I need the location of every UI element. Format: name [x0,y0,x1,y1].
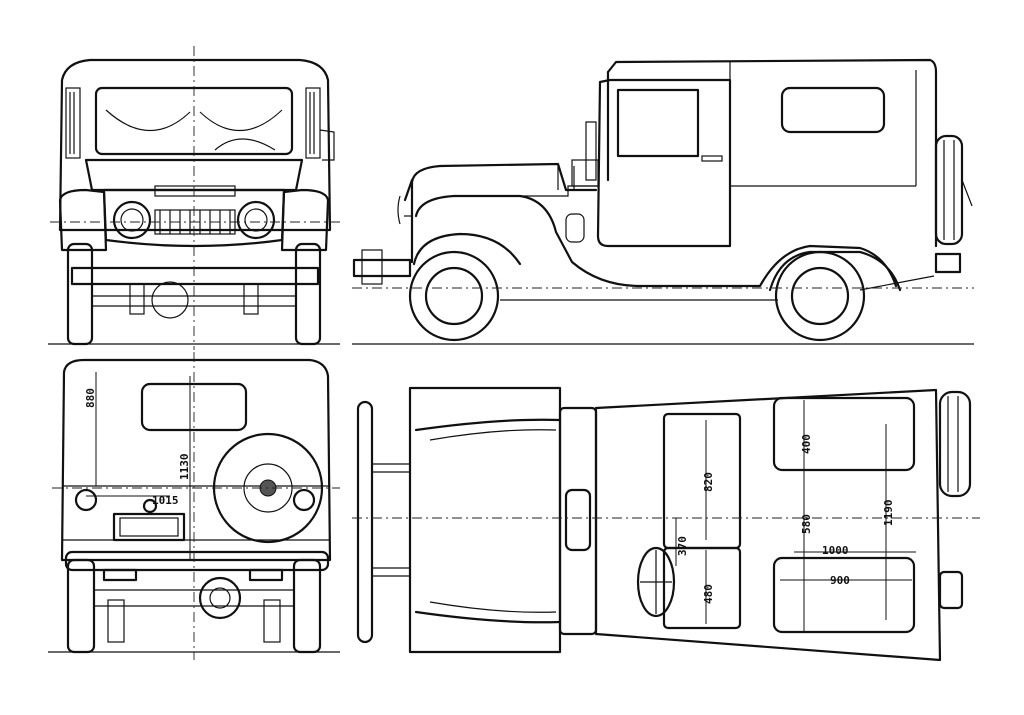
front-view [48,46,340,350]
top-view [352,386,980,662]
dim-top-900: 900 [830,574,850,587]
dim-rear-1015: 1015 [152,494,179,507]
rear-view [48,352,340,660]
side-view [352,58,974,345]
dim-top-1000: 1000 [822,544,849,557]
dim-top-580: 580 [800,514,813,534]
dim-rear-880: 880 [84,388,97,408]
dim-top-480: 480 [702,584,715,604]
dim-top-1190: 1190 [882,500,895,527]
dim-top-820: 820 [702,472,715,492]
dim-top-400: 400 [800,434,813,454]
dim-rear-1130: 1130 [178,454,191,481]
dim-top-370: 370 [676,536,689,556]
